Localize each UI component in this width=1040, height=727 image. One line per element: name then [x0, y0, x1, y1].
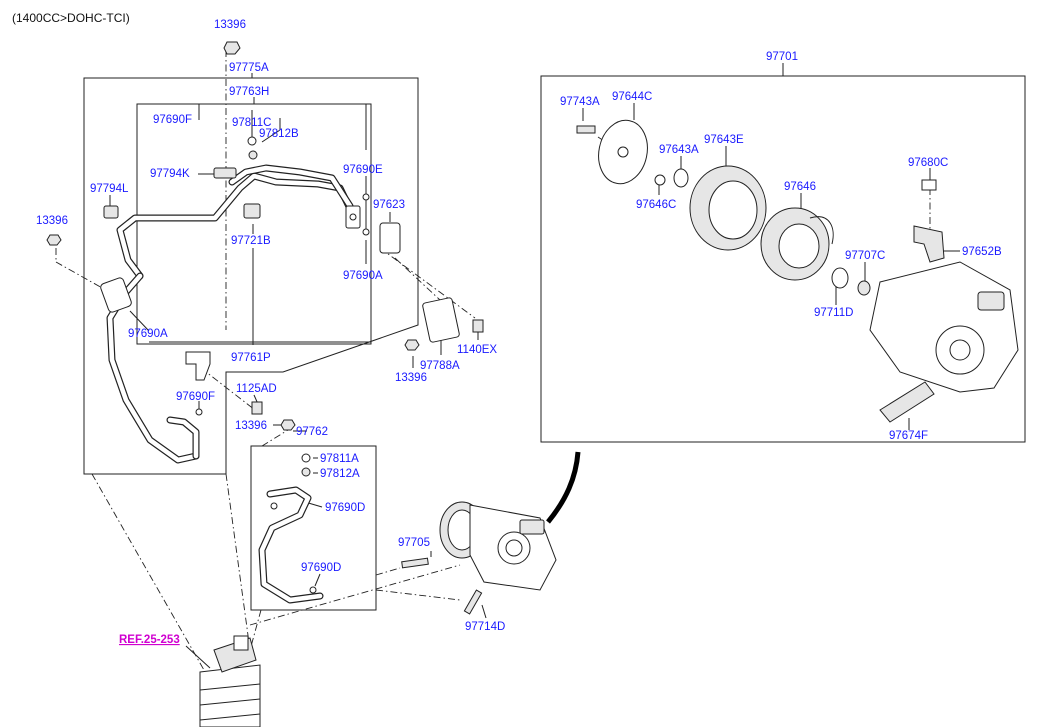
valve-97812A	[301, 467, 311, 477]
label-97794K[interactable]: 97794K	[150, 168, 190, 180]
label-97743A[interactable]: 97743A	[560, 96, 600, 108]
label-97690A-left[interactable]: 97690A	[128, 328, 168, 340]
bolt-1125AD	[251, 401, 263, 415]
label-97646[interactable]: 97646	[784, 181, 816, 193]
label-97701[interactable]: 97701	[766, 51, 798, 63]
label-97705[interactable]: 97705	[398, 537, 430, 549]
label-97811C[interactable]: 97811C	[232, 117, 271, 129]
compressor-exploded-parts	[576, 119, 1019, 423]
ref-link-leader	[185, 645, 211, 669]
valve-97674F	[879, 381, 935, 423]
label-97707C[interactable]: 97707C	[845, 250, 885, 262]
label-97690E[interactable]: 97690E	[343, 164, 383, 176]
label-97762[interactable]: 97762	[296, 426, 328, 438]
nut-13396-top	[223, 41, 241, 55]
compressor-body	[869, 261, 1019, 393]
clip-97794L	[103, 205, 119, 219]
hose-group-box	[83, 77, 419, 475]
label-1140EX[interactable]: 1140EX	[457, 344, 497, 356]
o-ring-97690E	[362, 193, 370, 201]
bolt-97714D	[463, 589, 483, 615]
label-97690A-right[interactable]: 97690A	[343, 270, 383, 282]
bolt-97743A	[576, 125, 596, 134]
label-97721B[interactable]: 97721B	[231, 235, 271, 247]
label-97652B[interactable]: 97652B	[962, 246, 1002, 258]
label-97812A[interactable]: 97812A	[320, 468, 360, 480]
label-97623[interactable]: 97623	[373, 199, 405, 211]
part-labels: 13396 97775A 97763H 97690F 97811C 97812B…	[36, 19, 1002, 669]
label-97680C[interactable]: 97680C	[908, 157, 948, 169]
bracket-lower	[185, 351, 211, 381]
label-13396-top[interactable]: 13396	[214, 19, 246, 31]
compressor-assembly	[401, 501, 557, 615]
shim-97646C	[654, 174, 666, 186]
clip-97721B	[243, 203, 261, 219]
engine-spec-header: (1400CC>DOHC-TCI)	[12, 11, 130, 25]
label-13396-low[interactable]: 13396	[235, 420, 267, 432]
label-97690D-low[interactable]: 97690D	[301, 562, 341, 574]
exploded-view-pointer	[546, 451, 581, 524]
label-13396-mid[interactable]: 13396	[395, 372, 427, 384]
condenser-partial	[199, 635, 261, 727]
label-97812B[interactable]: 97812B	[259, 128, 299, 140]
label-1125AD[interactable]: 1125AD	[236, 383, 277, 395]
pressure-switch-97623	[379, 222, 401, 254]
clip-97794K	[213, 167, 237, 179]
label-97711D[interactable]: 97711D	[814, 307, 853, 319]
label-97690D-top[interactable]: 97690D	[325, 502, 365, 514]
nut-13396-mid	[404, 339, 420, 351]
label-97643E[interactable]: 97643E	[704, 134, 744, 146]
label-97788A[interactable]: 97788A	[420, 360, 460, 372]
seal-97707C	[857, 280, 871, 296]
label-97646C[interactable]: 97646C	[636, 199, 676, 211]
valve-97680C	[921, 179, 937, 191]
nut-13396-low	[280, 419, 296, 431]
discharge-hose-assembly	[258, 453, 324, 604]
o-ring-97690A	[362, 228, 370, 236]
discharge-hose-group-box	[250, 445, 377, 611]
snap-ring-97643A	[673, 168, 689, 188]
label-97674F[interactable]: 97674F	[889, 430, 928, 442]
valve-97812B	[248, 150, 258, 160]
label-97714D[interactable]: 97714D	[465, 621, 505, 633]
bolt-97705	[401, 557, 429, 569]
bracket-97788A	[422, 297, 460, 343]
label-97761P[interactable]: 97761P	[231, 352, 271, 364]
o-ring-97690F	[195, 408, 203, 416]
hose-connector-block	[100, 277, 132, 313]
suction-hose-assembly	[100, 136, 370, 464]
label-97644C[interactable]: 97644C	[612, 91, 652, 103]
bolt-1140EX	[472, 319, 484, 333]
label-97690F-low[interactable]: 97690F	[176, 391, 215, 403]
ref-link-25-253[interactable]: REF.25-253	[119, 634, 180, 646]
label-97643A[interactable]: 97643A	[659, 144, 699, 156]
label-97794L[interactable]: 97794L	[90, 183, 129, 195]
bracket-97652B	[913, 225, 945, 263]
label-97763H[interactable]: 97763H	[229, 86, 269, 98]
label-97690F-top[interactable]: 97690F	[153, 114, 192, 126]
label-97775A[interactable]: 97775A	[229, 62, 269, 74]
label-97811A[interactable]: 97811A	[320, 453, 359, 465]
o-ring-97811C	[247, 136, 257, 146]
small-hardware	[46, 41, 484, 431]
nut-13396-left	[46, 234, 62, 246]
o-ring-97711D	[831, 267, 849, 289]
label-13396-left[interactable]: 13396	[36, 215, 68, 227]
o-ring-97811A	[301, 453, 311, 463]
